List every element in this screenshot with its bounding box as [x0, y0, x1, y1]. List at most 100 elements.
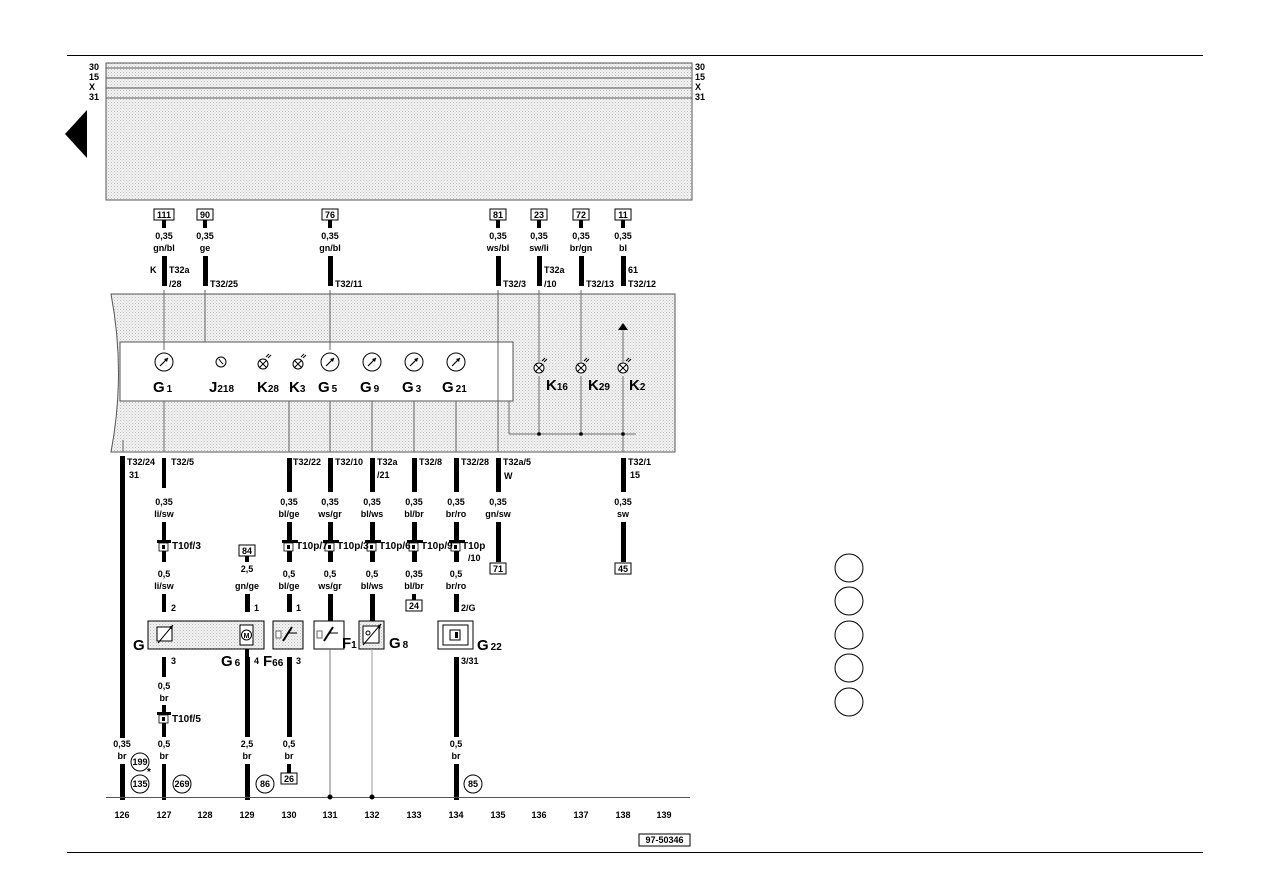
column-number: 132 [364, 810, 379, 820]
ref-box-71[interactable]: 71 [489, 562, 507, 575]
connector-label: 15 [630, 470, 640, 480]
wire-color-label: li/sw [154, 509, 175, 519]
wire-color-label: ws/gr [317, 581, 342, 591]
wire-color-label: br/ro [446, 581, 467, 591]
plug-connector [449, 540, 465, 552]
svg-text:86: 86 [260, 779, 270, 789]
gauge-icon [446, 352, 466, 372]
wire-stub [621, 220, 625, 228]
connector-label: T32/3 [503, 279, 526, 289]
connector-label: T32a/5 [503, 457, 531, 467]
connector-label: T32/5 [171, 457, 194, 467]
wire-size-label: 0,5 [158, 739, 171, 749]
ground-point-85[interactable]: 85 [463, 774, 483, 794]
wire-size-label: 0,5 [450, 569, 463, 579]
plug-label: T10p/9 [421, 541, 453, 552]
ref-box-81[interactable]: 81 [489, 208, 507, 221]
wire-segment [328, 256, 333, 286]
wire-segment [203, 256, 208, 286]
ground-point-86[interactable]: 86 [255, 774, 275, 794]
ref-box-76[interactable]: 76 [321, 208, 339, 221]
wire-color-label: bl/br [404, 509, 424, 519]
plug-connector [282, 540, 298, 552]
column-number: 126 [114, 810, 129, 820]
ref-box-26[interactable]: 26 [280, 772, 298, 785]
wire-segment [454, 764, 459, 800]
plug-connector [157, 712, 171, 724]
svg-text:72: 72 [576, 210, 586, 220]
junction-dot [579, 432, 583, 436]
wire-size-label: 0,35 [155, 497, 173, 507]
ref-box-24[interactable]: 24 [405, 599, 423, 612]
rail-label-left-31: 31 [89, 92, 99, 102]
wire-segment [162, 723, 166, 737]
ref-box-111[interactable]: 111 [153, 208, 175, 221]
wire-size-label: 0,35 [405, 569, 423, 579]
drawing-number: 97-50346 [638, 833, 691, 847]
connector-label: T32a [377, 457, 399, 467]
rail-label-right-30: 30 [695, 62, 705, 72]
connector-label: /10 [544, 279, 557, 289]
rail-label-left-30: 30 [89, 62, 99, 72]
wire-color-label: bl [619, 243, 627, 253]
previous-page-arrow-icon[interactable] [65, 110, 87, 158]
svg-text:24: 24 [409, 601, 419, 611]
cluster-inner-panel [119, 341, 514, 402]
connector-label-k: K [150, 265, 157, 275]
svg-text:97-50346: 97-50346 [645, 835, 683, 845]
connector-label: T32/13 [586, 279, 614, 289]
gauge-icon [404, 352, 424, 372]
plug-label: T10p/7 [296, 541, 328, 552]
column-number: 129 [239, 810, 254, 820]
column-number: 134 [448, 810, 463, 820]
wire-color-label: bl/ge [278, 509, 299, 519]
svg-text:26: 26 [284, 774, 294, 784]
rail-label-right-15: 15 [695, 72, 705, 82]
ground-point-199[interactable]: 199 [130, 752, 150, 772]
svg-text:23: 23 [534, 210, 544, 220]
component-label-k28: K28 [257, 379, 279, 396]
wire-segment [120, 764, 125, 800]
component-label-k3: K3 [289, 379, 306, 396]
connector-label: T32/10 [335, 457, 363, 467]
pin-label: 4 [254, 656, 259, 666]
wire-color-label: br [160, 693, 169, 703]
component-label-k16: K16 [546, 377, 568, 394]
wire-color-label: ws/bl [486, 243, 510, 253]
ref-box-90[interactable]: 90 [196, 208, 214, 221]
wire-segment [412, 458, 417, 492]
wire-size-label: 0,5 [450, 739, 463, 749]
wire-size-label: 0,35 [489, 497, 507, 507]
wire-segment [120, 456, 125, 738]
wire-stub [245, 649, 249, 657]
ref-box-23[interactable]: 23 [530, 208, 548, 221]
wire-size-label: 0,35 [405, 497, 423, 507]
wire-size-label: 0,35 [280, 497, 298, 507]
ref-box-45[interactable]: 45 [614, 562, 632, 575]
wire-size-label: 0,5 [158, 681, 171, 691]
svg-text:85: 85 [468, 779, 478, 789]
wire-stub [203, 220, 207, 228]
ref-box-11[interactable]: 11 [614, 208, 632, 221]
wire-stub [537, 220, 541, 228]
connector-label: W [504, 471, 513, 481]
svg-text:45: 45 [618, 564, 628, 574]
wire-size-label: 0,35 [489, 231, 507, 241]
pin-label: 1 [296, 603, 301, 613]
ground-point-269[interactable]: 269 [172, 774, 192, 794]
wire-color-label: bl/ge [278, 581, 299, 591]
clock-icon [215, 356, 227, 368]
wire-size-label: 0,5 [366, 569, 379, 579]
wire-segment [162, 458, 166, 488]
wire-segment [496, 256, 501, 286]
pin-label: 2 [171, 603, 176, 613]
warning-lamp-icon [257, 353, 272, 370]
ref-box-72[interactable]: 72 [572, 208, 590, 221]
connector-label: T32/8 [419, 457, 442, 467]
ref-box-84[interactable]: 84 [238, 544, 256, 557]
plug-connector [157, 540, 171, 552]
ground-point-135[interactable]: 135 [130, 774, 150, 794]
wire-segment [454, 458, 459, 492]
